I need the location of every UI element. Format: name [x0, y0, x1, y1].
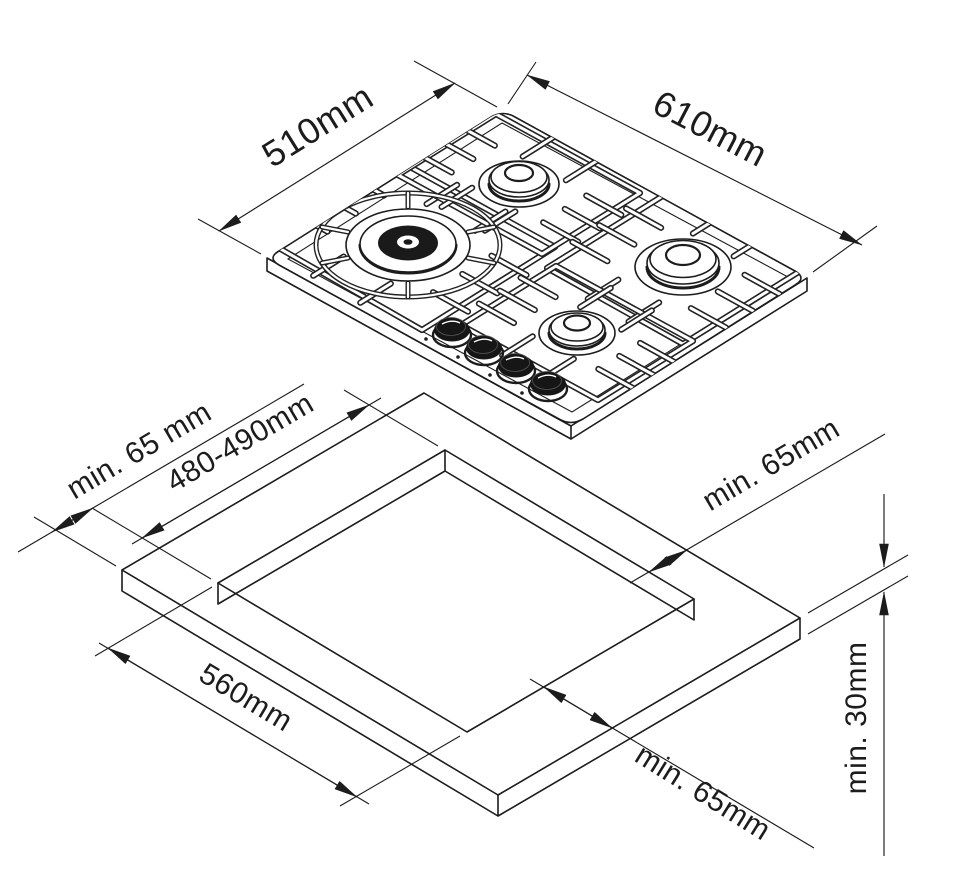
- trivet-bar: [498, 289, 537, 312]
- dim-label-hob-width: 610mm: [647, 82, 775, 175]
- trivet-bar: [578, 286, 613, 309]
- control-knob: [520, 371, 569, 403]
- dim-label-hob-depth: 510mm: [255, 76, 381, 176]
- trivet-bar: [689, 306, 728, 330]
- dim-thickness: min. 30mm: [807, 494, 909, 856]
- control-knob: [424, 317, 473, 349]
- trivet-bar: [596, 367, 635, 390]
- burner-wok: [345, 208, 471, 282]
- trivet-bar: [347, 174, 386, 197]
- dim-front-margin: min. 65mm: [529, 678, 815, 849]
- trivet-bar: [500, 334, 535, 357]
- dim-label-side-margin: min. 65mm: [697, 412, 845, 518]
- trivet-bar: [716, 290, 755, 313]
- burner-rear-center: [478, 160, 560, 208]
- control-knob: [456, 335, 505, 367]
- trivet-bar: [477, 302, 516, 325]
- trivet-bar: [617, 354, 656, 377]
- control-knob-row: [424, 317, 569, 403]
- burner-right: [634, 238, 732, 296]
- trivet-bar: [638, 341, 677, 364]
- burner-front-center: [538, 310, 616, 356]
- dim-label-cutout-width: 560mm: [193, 657, 298, 738]
- control-knob: [488, 353, 537, 385]
- trivet-bar: [519, 276, 558, 299]
- trivet-bar: [619, 309, 654, 332]
- dim-label-thickness: min. 30mm: [840, 642, 873, 795]
- hob-isometric-drawing: [266, 112, 808, 440]
- trivet-bar: [319, 192, 358, 215]
- trivet-bar: [460, 272, 499, 295]
- trivet-bar: [743, 273, 782, 296]
- dim-label-front-margin: min. 65mm: [629, 738, 776, 847]
